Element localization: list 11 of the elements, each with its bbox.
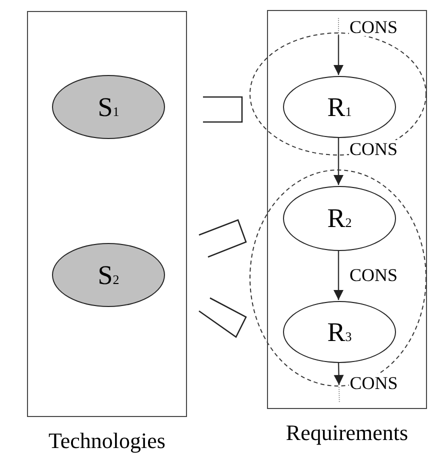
panel-heading: Requirements: [284, 420, 410, 446]
edge-label: CONS: [348, 18, 399, 36]
edge-label: CONS: [348, 266, 399, 284]
panel-heading: Technologies: [48, 428, 166, 454]
arrow: [334, 250, 344, 300]
edge-label: CONS: [348, 140, 399, 158]
arrow: [334, 35, 344, 75]
arrow: [333, 362, 344, 402]
edge-label: CONS: [348, 374, 399, 392]
arrow: [334, 137, 344, 185]
dotted-line: [338, 18, 339, 36]
